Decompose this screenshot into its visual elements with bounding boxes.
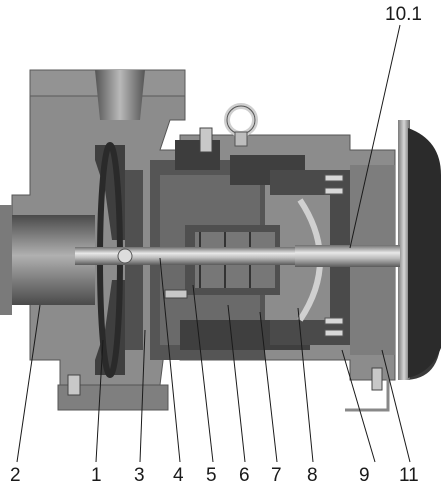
callout-11: 11	[399, 465, 419, 486]
callout-4: 4	[173, 465, 184, 486]
leader-lines	[16, 24, 411, 463]
shaft	[75, 245, 400, 267]
callout-9: 9	[359, 465, 370, 486]
callout-2: 2	[10, 465, 21, 486]
motor-bell	[398, 120, 441, 380]
callout-3: 3	[134, 465, 145, 486]
callout-1: 1	[91, 465, 102, 486]
callout-6: 6	[239, 465, 250, 486]
callout-8: 8	[307, 465, 318, 486]
callout-7: 7	[271, 465, 282, 486]
callout-5: 5	[206, 465, 217, 486]
bolts	[67, 127, 383, 396]
callout-10-1: 10.1	[385, 4, 422, 25]
lifting-eye	[224, 103, 258, 147]
